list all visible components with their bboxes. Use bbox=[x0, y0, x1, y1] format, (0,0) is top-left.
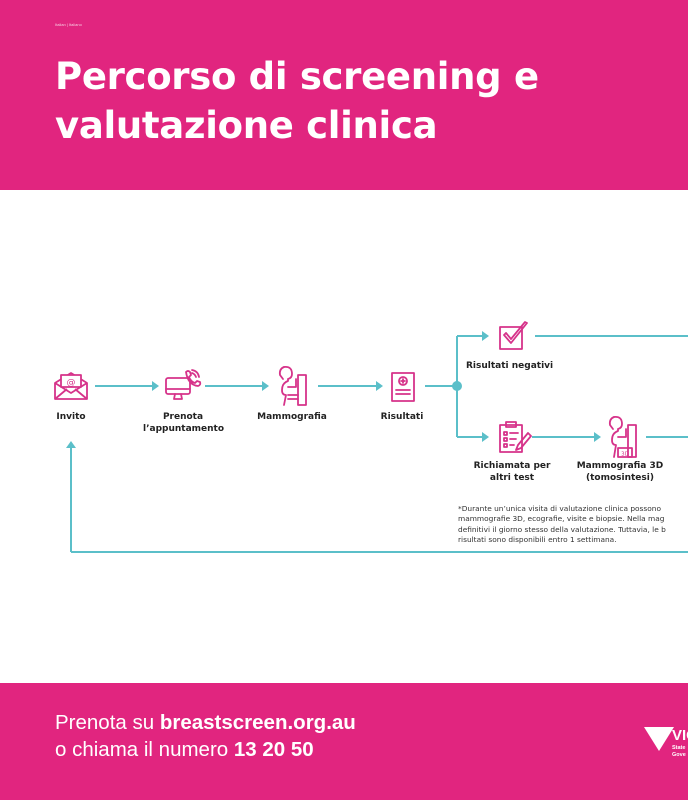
3d-badge: 3D bbox=[621, 452, 629, 458]
label-line-1: Prenota bbox=[162, 412, 204, 422]
label-line-1: Richiamata per bbox=[473, 461, 551, 471]
label-line-2: altri test bbox=[489, 473, 535, 483]
website-link[interactable]: breastscreen.org.au bbox=[159, 711, 356, 734]
booking-cta: Prenota su breastscreen.org.au bbox=[55, 711, 356, 735]
language-label: Italian | Italiano bbox=[55, 22, 82, 27]
footnote-line: definitivi il giorno stesso della valuta… bbox=[458, 524, 666, 534]
header-banner: Italian | Italiano Percorso di screening… bbox=[0, 0, 688, 190]
step-label-mammografia-3d: Mammografia 3D (tomosintesi) bbox=[572, 460, 668, 484]
envelope-icon: @ bbox=[54, 372, 88, 400]
logo-wordmark: VICTO bbox=[672, 727, 688, 744]
phone-number[interactable]: 13 20 50 bbox=[233, 738, 314, 761]
logo-sub-2: Gove bbox=[672, 752, 686, 758]
mammogram-3d-icon: 3D bbox=[608, 415, 637, 458]
checkbox-tick-icon bbox=[499, 321, 528, 350]
title-line-1: Percorso di screening e bbox=[55, 55, 539, 98]
footnote-line: risultati sono disponibili entro 1 setti… bbox=[458, 535, 617, 545]
cta-prefix: Prenota su bbox=[55, 711, 160, 734]
footnote-line: *Durante un’unica visita di valutazione … bbox=[458, 504, 661, 513]
step-label-prenota: Prenota l’appuntamento bbox=[143, 411, 225, 435]
label-line-2: (tomosintesi) bbox=[586, 473, 654, 483]
step-label-risultati: Risultati bbox=[380, 412, 424, 422]
mammogram-icon bbox=[278, 365, 307, 406]
label-line-1: Mammografia 3D bbox=[576, 461, 664, 471]
page-title: Percorso di screening e valutazione clin… bbox=[55, 52, 655, 150]
footnote-line: mammografie 3D, ecografie, visite e biop… bbox=[458, 514, 665, 524]
footnote: *Durante un’unica visita di valutazione … bbox=[458, 504, 688, 546]
logo-sub-1: State bbox=[672, 745, 686, 751]
flow-connectors bbox=[66, 331, 688, 553]
results-document-icon bbox=[391, 372, 415, 402]
call-cta: o chiama il numero 13 20 50 bbox=[55, 738, 314, 762]
footer-banner bbox=[0, 683, 688, 800]
label-line-2: l’appuntamento bbox=[143, 424, 225, 434]
call-prefix: o chiama il numero bbox=[55, 738, 234, 761]
clipboard-icon bbox=[499, 421, 532, 453]
step-label-invito: Invito bbox=[56, 412, 86, 422]
title-line-2: valutazione clinica bbox=[55, 104, 438, 147]
step-label-richiamata: Richiamata per altri test bbox=[467, 460, 557, 484]
computer-phone-icon bbox=[165, 369, 202, 400]
step-label-risultati-negativi: Risultati negativi bbox=[466, 361, 554, 371]
step-label-mammografia: Mammografia bbox=[257, 412, 327, 422]
victoria-logo-icon bbox=[644, 727, 674, 751]
svg-text:@: @ bbox=[67, 378, 76, 388]
